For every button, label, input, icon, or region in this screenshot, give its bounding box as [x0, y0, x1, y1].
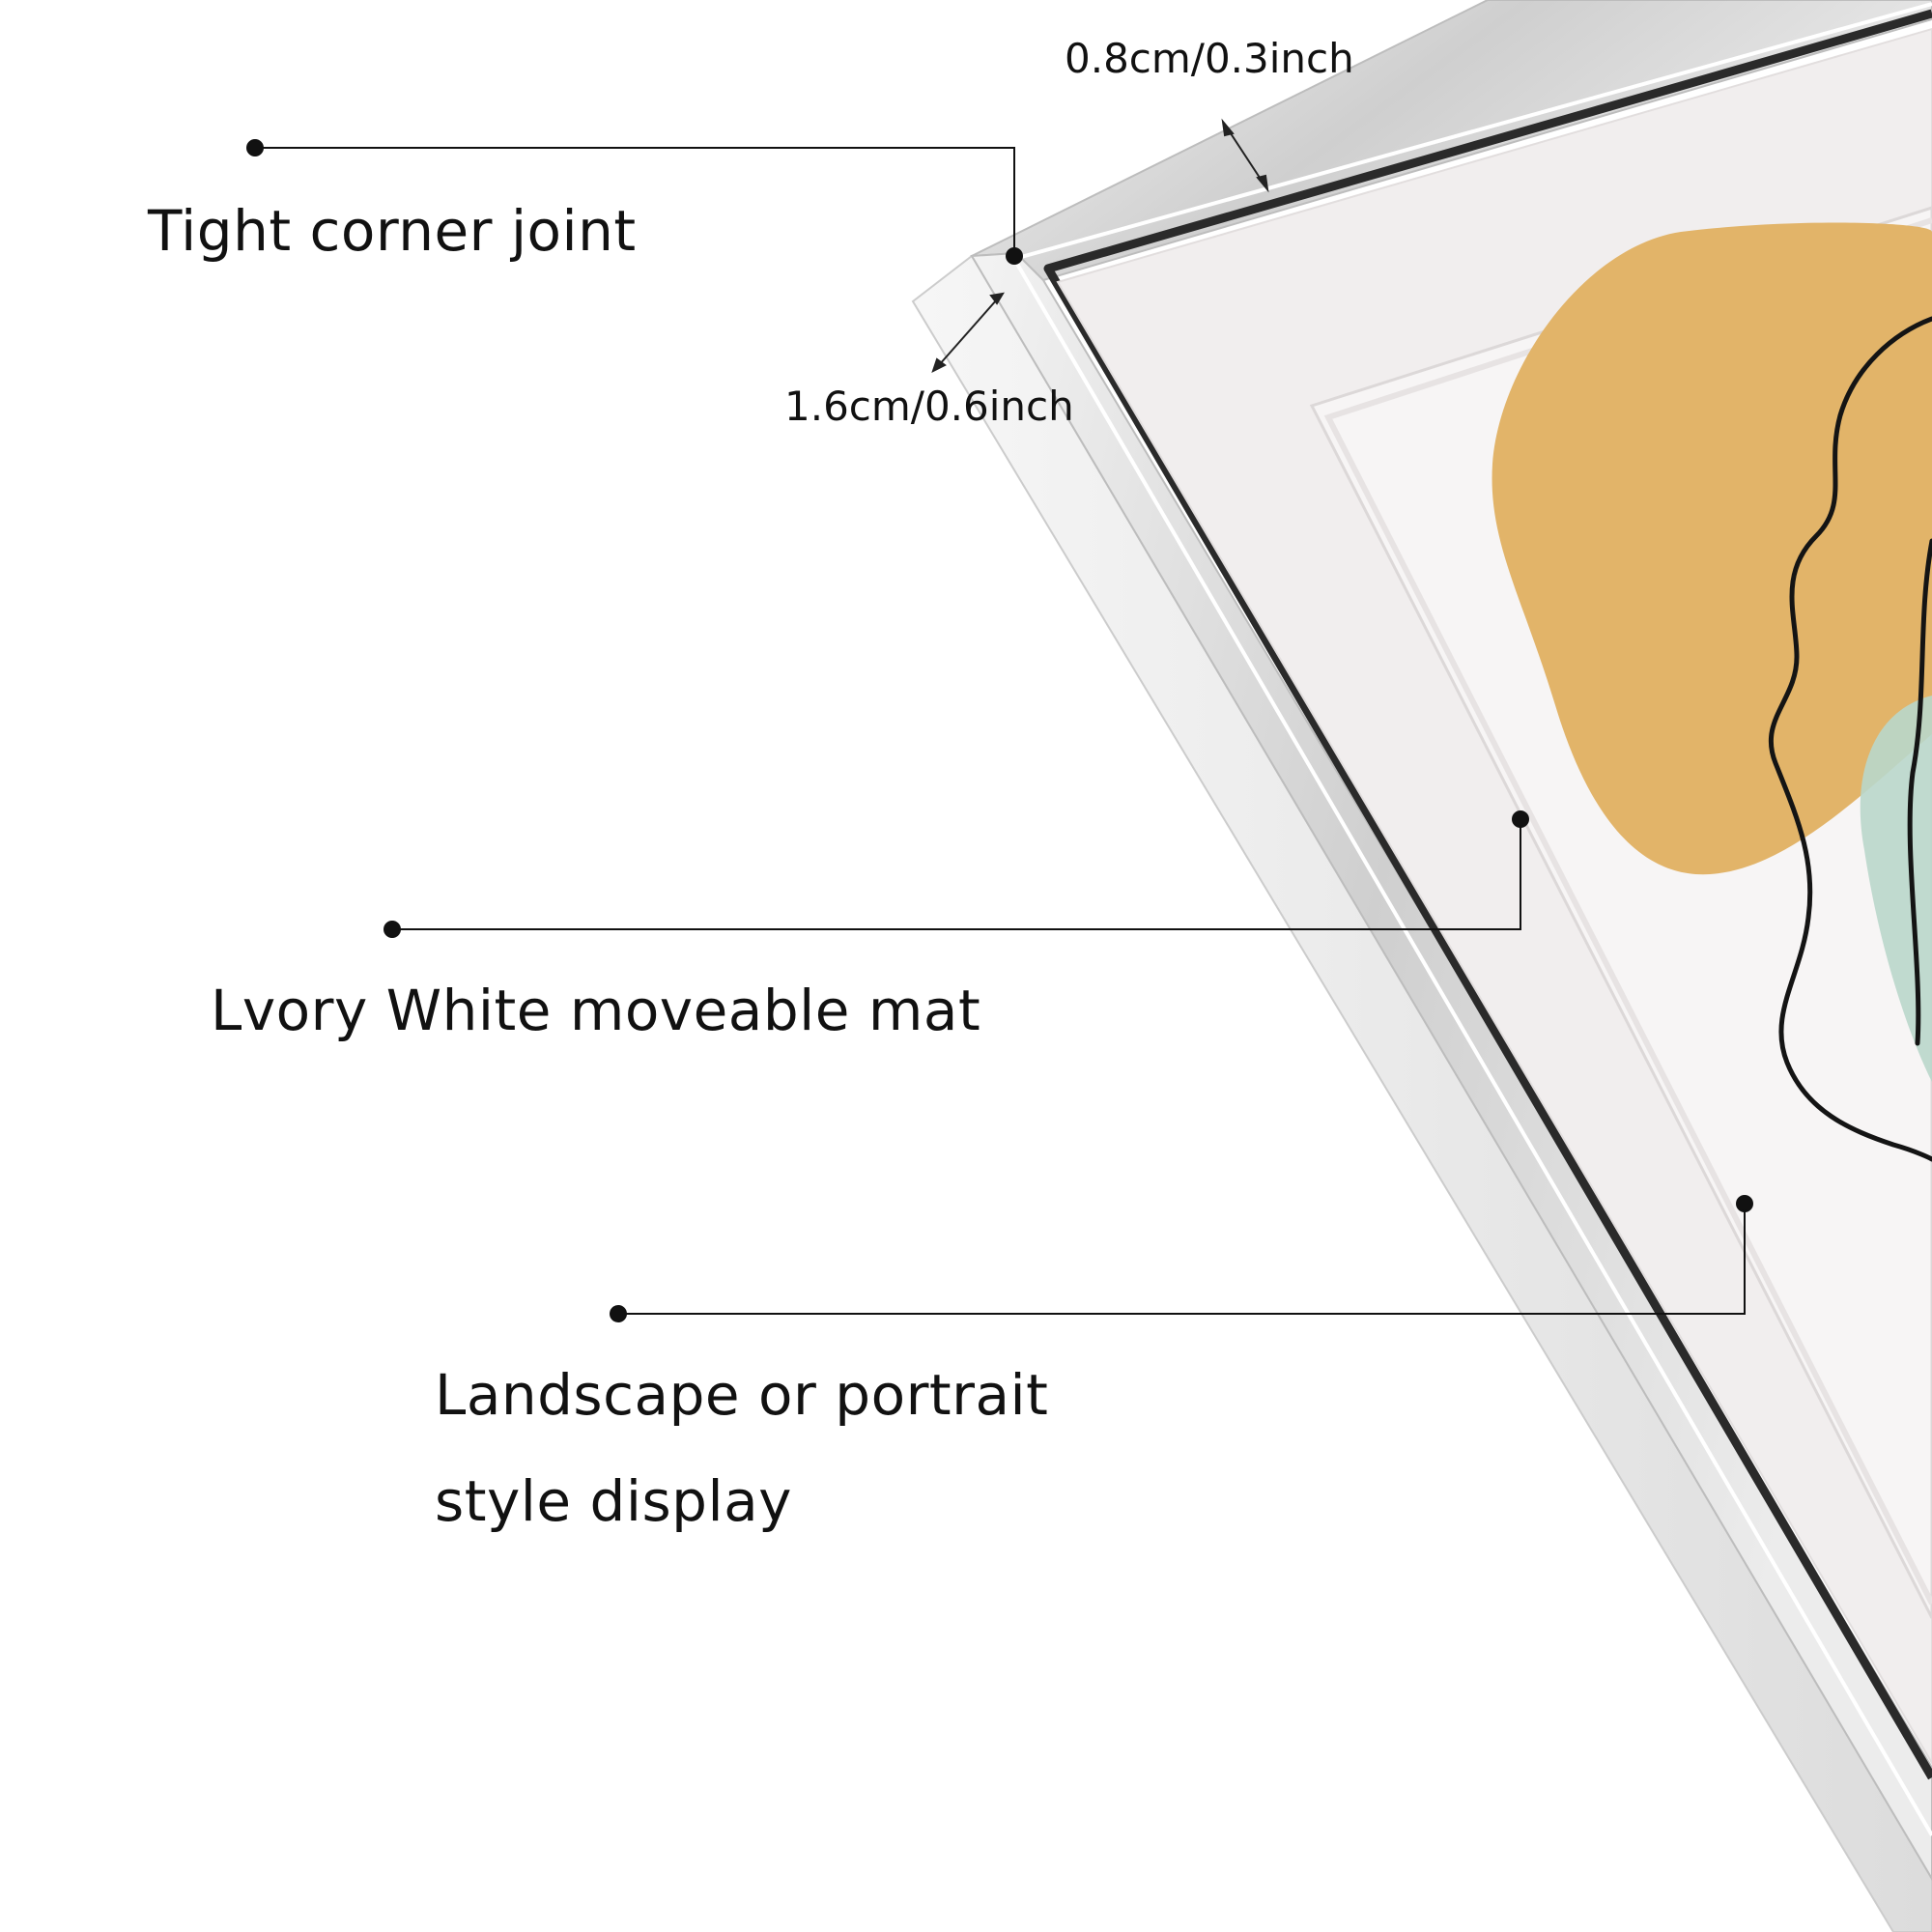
artwork-line-drawing-secondary: [1907, 538, 1932, 1046]
dimension-arrow-frame-width: [1221, 118, 1269, 193]
callout-leader-display: [610, 1195, 1753, 1322]
callout-display-line1: Landscape or portrait: [435, 1362, 1049, 1428]
artwork-mustard-shape: [1492, 222, 1932, 875]
frame-side-face: [911, 254, 1932, 1932]
callout-mat: Lvory White moveable mat: [211, 978, 981, 1043]
artwork-line-drawing: [1768, 316, 1932, 1162]
callout-leader-corner-joint: [246, 139, 1023, 265]
callout-leader-mat: [384, 810, 1529, 938]
callout-corner-joint: Tight corner joint: [148, 198, 637, 264]
dimension-arrow-frame-depth: [931, 292, 1005, 373]
frame-dark-edge: [1043, 9, 1932, 1780]
frame-depth-dimension-label: 1.6cm/0.6inch: [784, 383, 1074, 430]
callout-display-line2: style display: [435, 1468, 792, 1534]
frame-width-dimension-label: 0.8cm/0.3inch: [1065, 35, 1354, 82]
artwork-sage-shape: [1860, 696, 1932, 1082]
